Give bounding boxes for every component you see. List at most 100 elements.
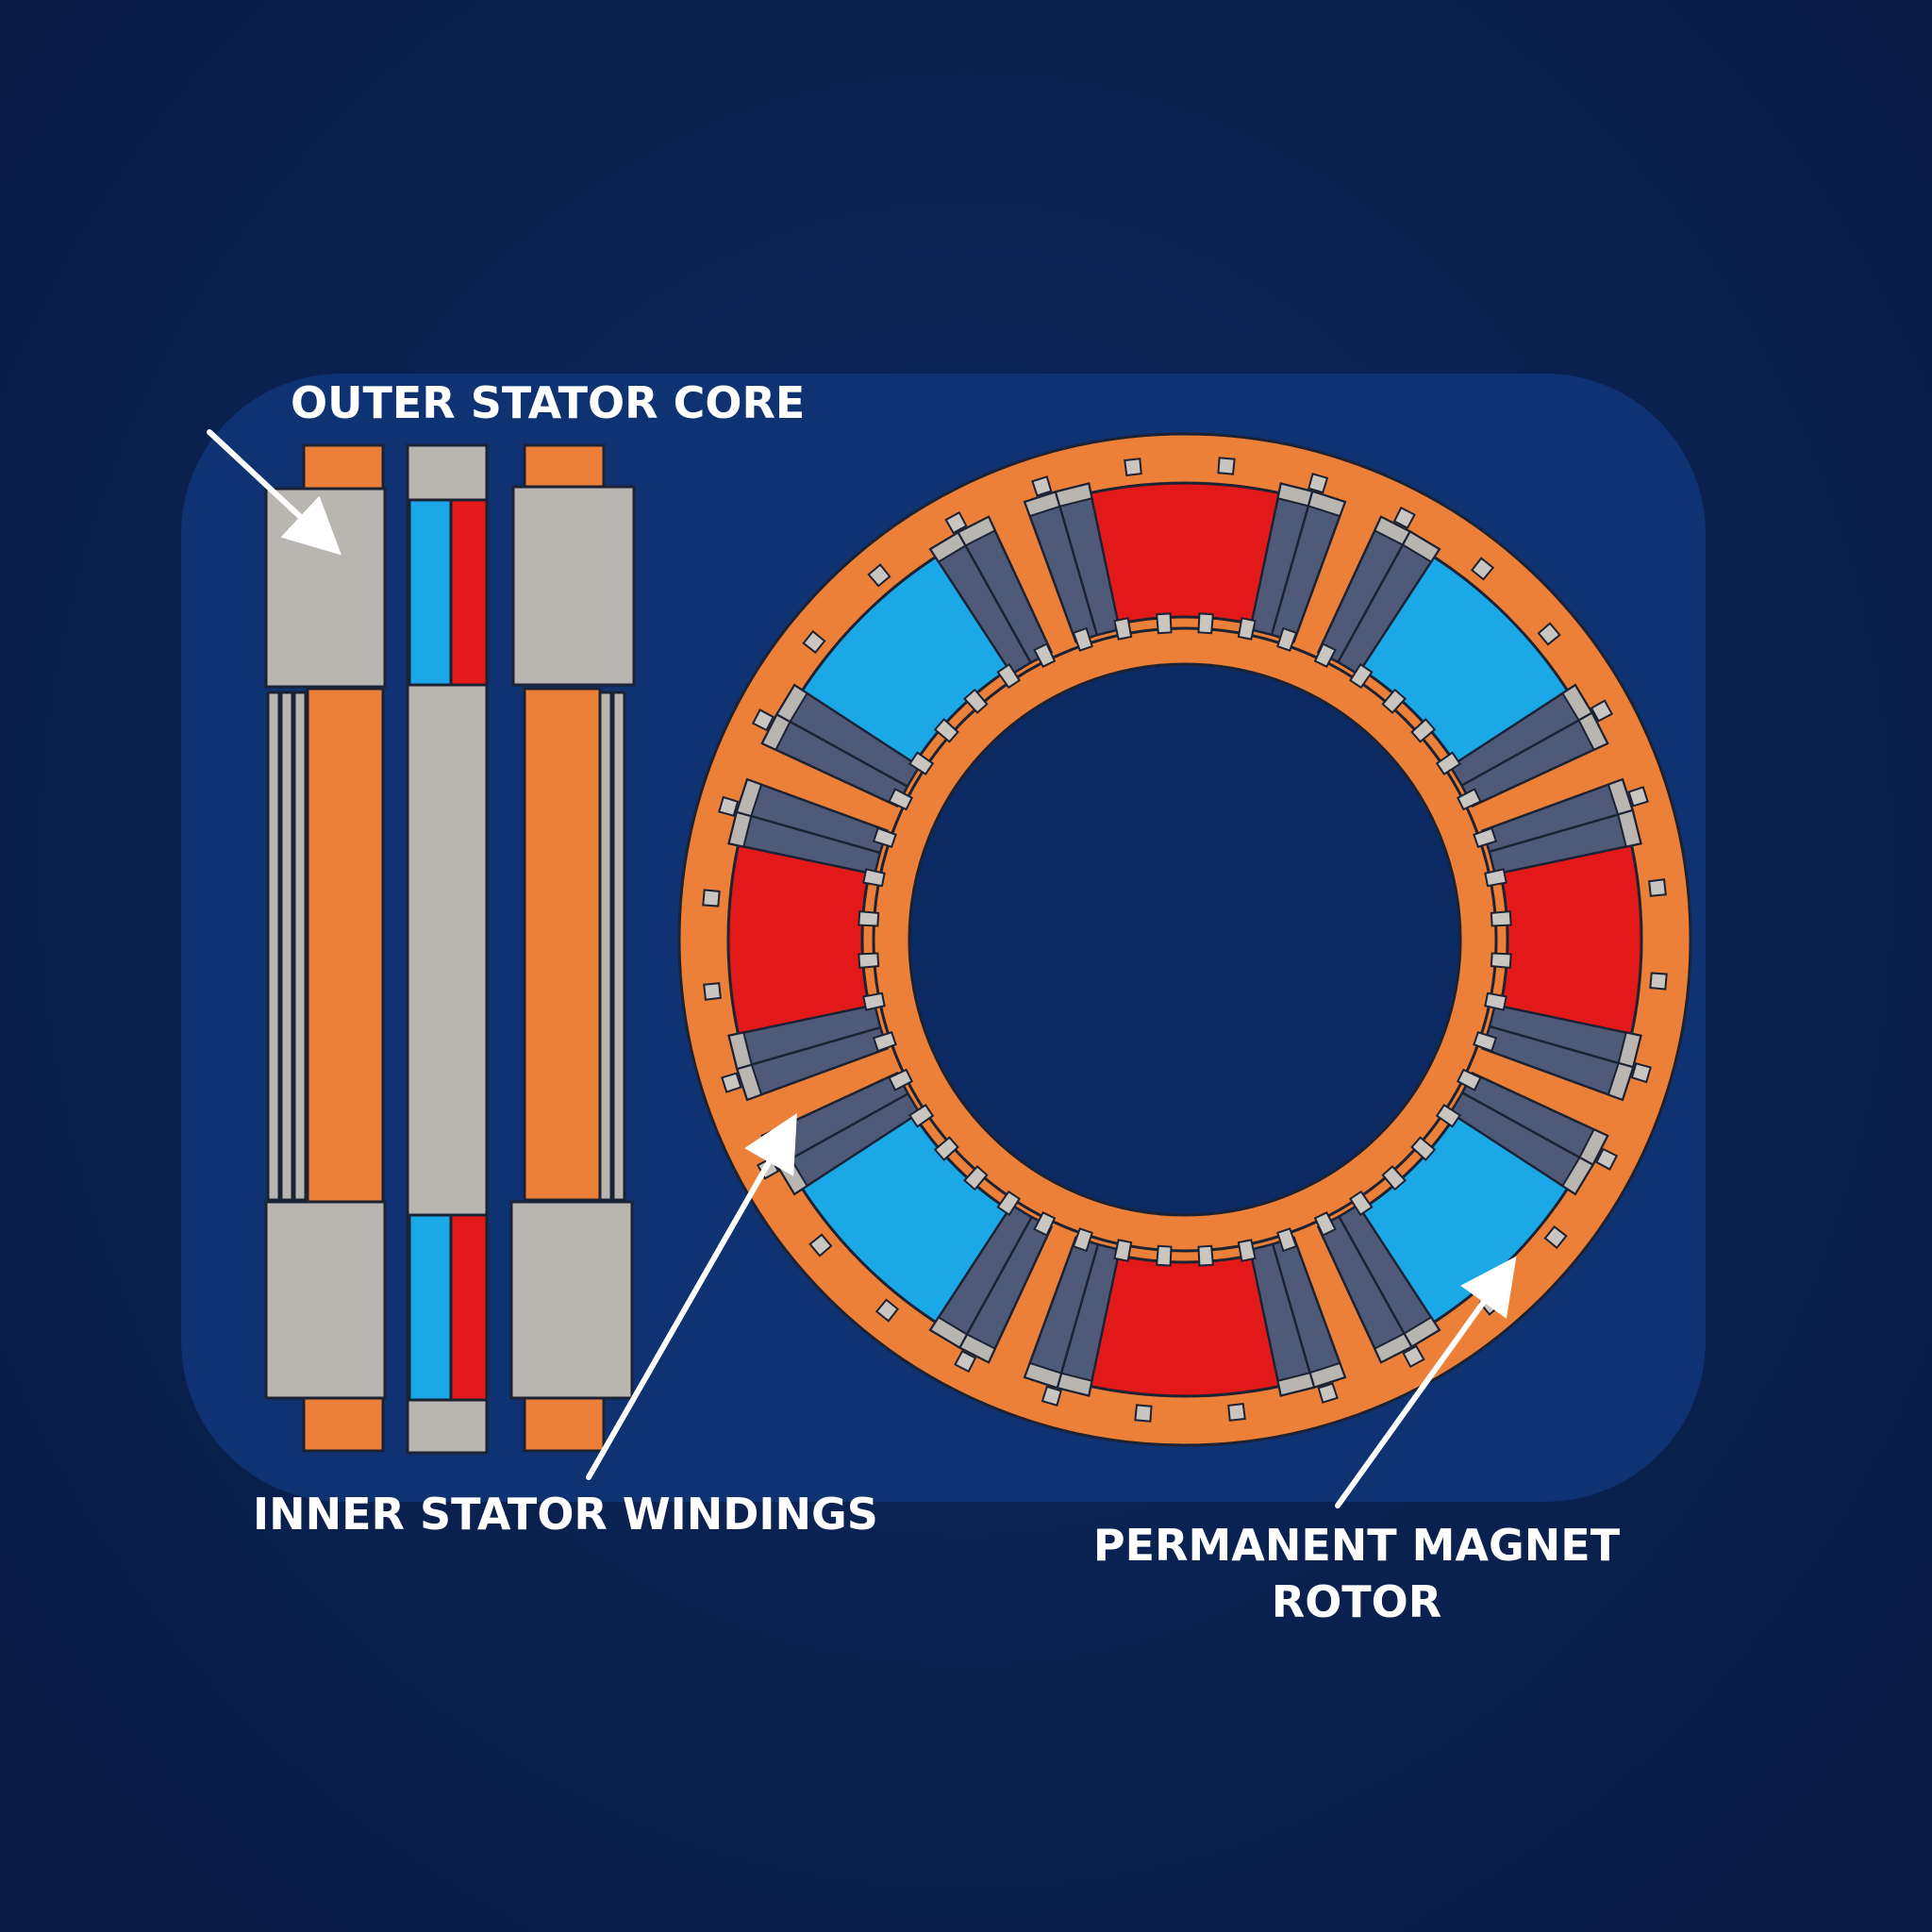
rotor-notch-40 [1313,642,1337,669]
rotor-notch-3 [1473,1031,1498,1053]
rotor-notch-39 [1276,626,1298,652]
left-lamination-strip-1 [266,691,281,1202]
rotor-notch-30 [933,718,959,743]
outer-stator-core-label: OUTER STATOR CORE [291,377,806,428]
left-lamination-strip-2 [279,691,294,1202]
inner-windings-arrow [586,1112,797,1480]
stator-notch-17 [702,889,721,908]
rotor-notch-24 [858,952,880,969]
rotor-notch-1 [1490,952,1512,969]
stator-notch-9 [1134,1404,1153,1423]
rotor-notch-20 [908,1104,935,1128]
stator-notch-19 [751,708,775,732]
left-lamination-strip-3 [292,691,308,1202]
rotor-notch-18 [963,1165,989,1191]
left-bottom-core-block [264,1200,387,1400]
left-top-core-block [264,487,387,689]
rotor-notch-48 [1490,910,1512,927]
stator-notch-10 [1041,1385,1062,1407]
rotor-notch-28 [888,788,914,811]
stator-notch-16 [703,982,722,1001]
winding-cap-4-4 [1276,1372,1316,1397]
winding-cap-4-2 [1373,1332,1413,1364]
rotor-notch-15 [1072,1227,1093,1253]
stator-notch-15 [721,1072,742,1093]
stator-notch-11 [954,1349,977,1374]
rotor-notch-31 [963,688,989,714]
motor-cross-section [677,432,1692,1447]
rotor-notch-46 [1473,826,1498,848]
rotor-notch-44 [1435,751,1462,775]
right-lamination-strip-1 [598,691,613,1202]
rotor-notch-33 [1033,642,1057,669]
stator-notch-23 [1031,475,1053,497]
rotor-notch-27 [872,826,897,848]
winding-cap-8-2 [957,515,997,547]
middle-top-blue-magnet [408,498,453,687]
middle-bottom-blue-magnet [408,1213,453,1402]
rotor-notch-21 [888,1068,914,1091]
stator-notch-21 [867,563,891,588]
stator-notch-24 [1124,458,1142,476]
right-bottom-core-block [509,1200,634,1400]
right-bottom-end-cap [523,1396,606,1453]
rotor-notch-6 [1410,1136,1437,1161]
winding-cap-7-2 [735,777,763,818]
rotor-notch-26 [862,868,886,888]
rotor-notch-9 [1313,1210,1337,1237]
winding-cap-8-4 [1054,482,1093,508]
winding-cap-3-4 [1561,1156,1594,1196]
rotor-notch-35 [1113,617,1133,641]
stator-notch-32 [1648,878,1667,897]
right-orange-winding [523,687,602,1202]
rotor-notch-17 [996,1190,1021,1217]
winding-cap-2-4 [1617,808,1642,848]
rotor-notch-7 [1381,1165,1407,1191]
rotor-notch-37 [1197,612,1214,635]
stator-notch-6 [1402,1344,1425,1369]
rotor-notch-13 [1156,1244,1173,1267]
stator-notch-13 [808,1233,833,1257]
winding-cap-5-4 [928,1316,969,1349]
winding-cap-3-2 [1607,1061,1635,1102]
right-top-core-block [511,485,636,687]
rotor-arrow [1335,1256,1517,1508]
right-top-end-cap [523,443,606,491]
left-orange-winding [306,687,385,1204]
winding-cap-1-4 [1401,530,1441,563]
rotor-bore [908,662,1462,1217]
stator-notch-25 [1217,457,1236,475]
rotor-notch-43 [1410,718,1437,743]
rotor-notch-16 [1033,1210,1057,1237]
stator-notch-18 [718,795,740,817]
rotor-notch-29 [908,751,935,775]
middle-bottom-red-magnet [449,1213,489,1402]
rotor-notch-45 [1456,788,1482,811]
rotor-notch-19 [933,1136,959,1161]
rotor-notch-4 [1456,1068,1482,1091]
stator-notch-8 [1227,1403,1246,1422]
rotor-notch-32 [996,662,1021,690]
rotor-notch-2 [1484,991,1507,1011]
stator-windings [727,482,1642,1397]
rotor-notch-38 [1237,617,1257,641]
rotor-notch-10 [1276,1227,1298,1253]
rotor-notch-42 [1381,688,1407,714]
rotor-notch-14 [1113,1239,1133,1262]
rotor-notch-5 [1435,1104,1462,1128]
rotor-notches [702,457,1668,1423]
stator-notch-12 [874,1298,900,1323]
stator-notch-20 [802,629,826,655]
left-bottom-end-cap [302,1396,385,1453]
stator-notch-2 [1630,1062,1652,1084]
stator-notch-1 [1649,972,1668,991]
rotor-notch-25 [858,910,880,927]
stator-notch-28 [1470,557,1495,581]
stator-notch-30 [1590,699,1614,723]
winding-cap-6-4 [727,1031,753,1071]
rotor-notch-23 [862,991,886,1011]
permanent-magnets [726,481,1643,1398]
stator-notch-22 [944,510,968,535]
stator-notch-27 [1392,506,1416,530]
stator-notch-31 [1627,786,1649,808]
